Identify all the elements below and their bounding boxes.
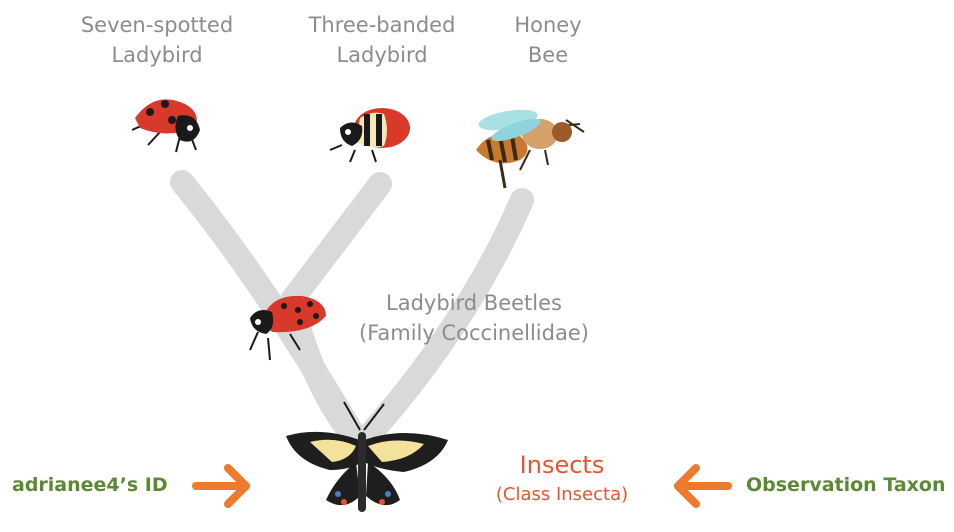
swallowtail-butterfly-icon <box>286 402 448 512</box>
left-arrow-icon <box>196 468 246 504</box>
class-label: Insects (Class Insecta) <box>470 450 654 510</box>
honey-bee-icon <box>476 106 584 188</box>
leaf-label-seven-spotted: Seven-spotted Ladybird <box>57 10 257 70</box>
family-label: Ladybird Beetles (Family Coccinellidae) <box>346 288 602 348</box>
three-banded-ladybird-icon <box>330 108 410 162</box>
leaf-label-honey-bee: Honey Bee <box>488 10 608 70</box>
leaf-label-three-banded: Three-banded Ladybird <box>282 10 482 70</box>
right-arrow-icon <box>678 468 728 504</box>
branch-three-banded <box>292 184 380 300</box>
identification-label: adrianee4’s ID <box>12 474 168 496</box>
observation-taxon-label: Observation Taxon <box>746 474 945 496</box>
seven-spotted-ladybird-icon <box>132 99 200 152</box>
